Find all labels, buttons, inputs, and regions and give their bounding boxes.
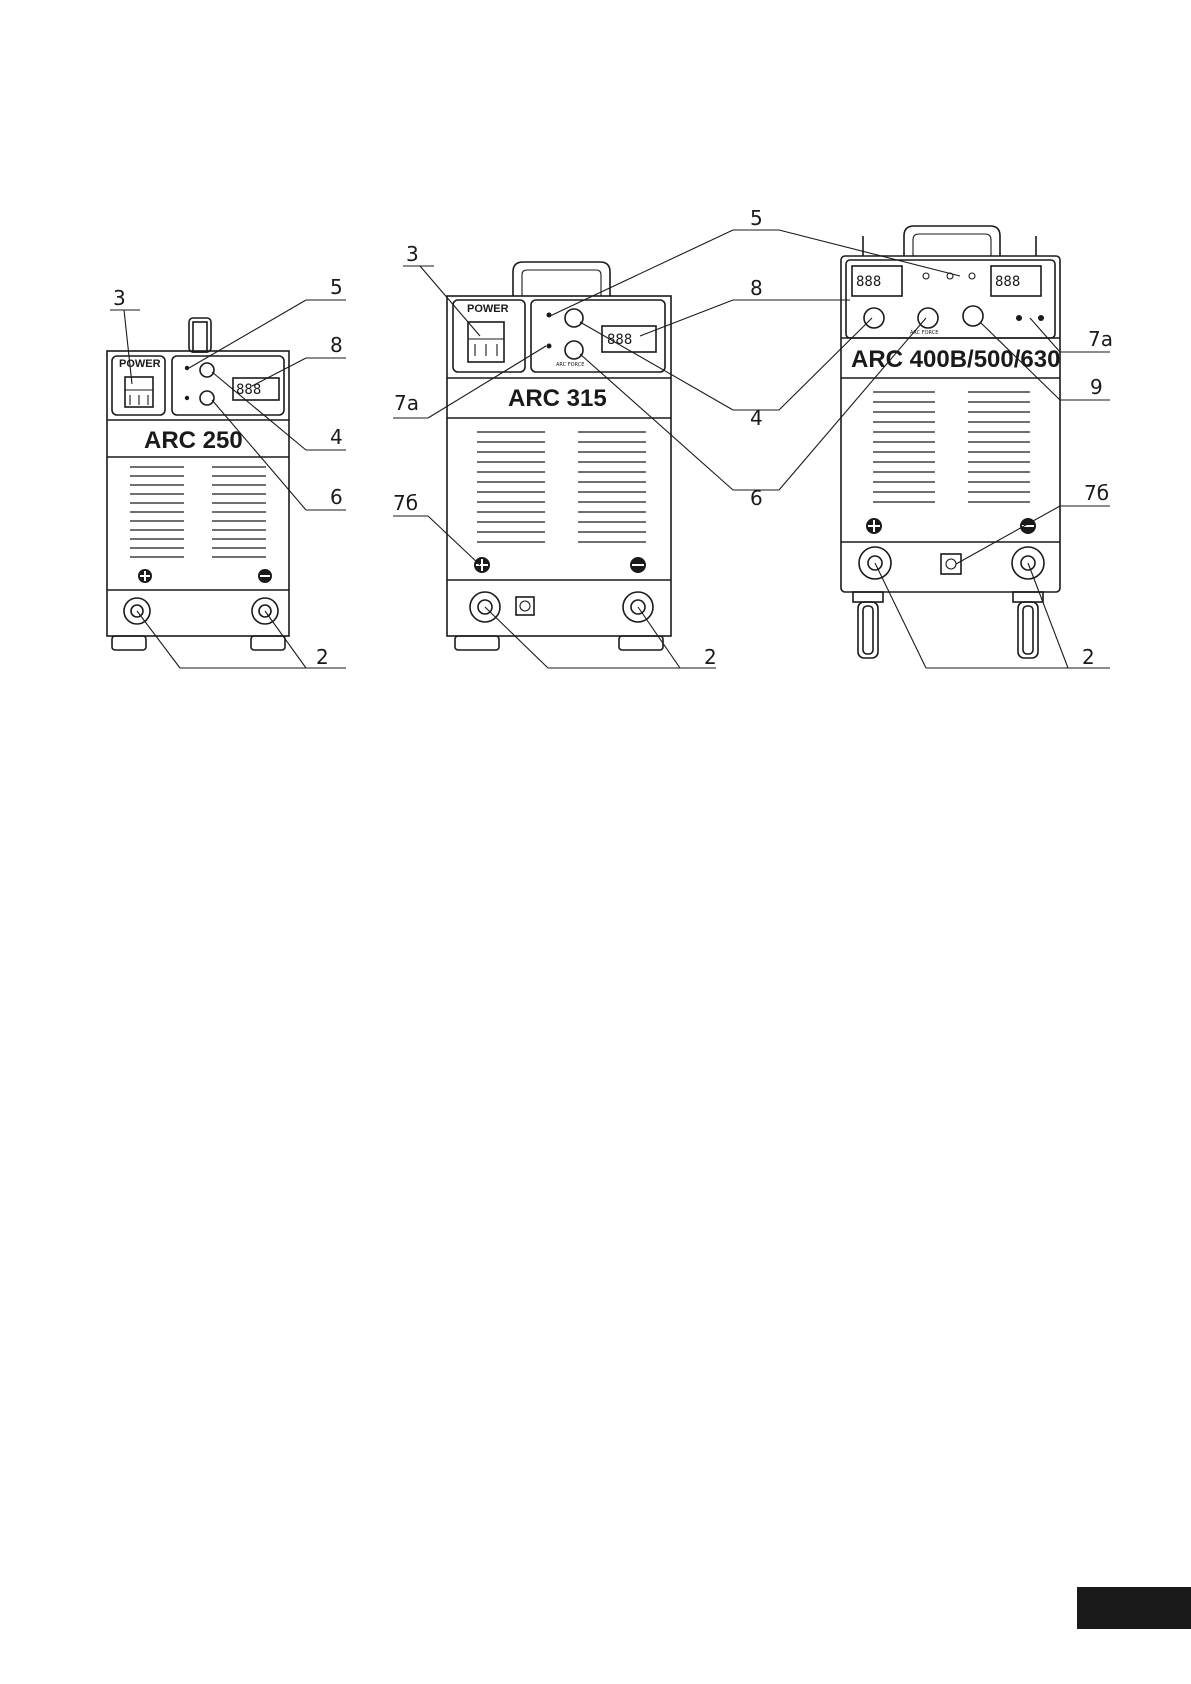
arc400-model-label: ARC 400B/500/630 [851, 346, 1060, 373]
shared-callouts: 5 8 4 6 [549, 206, 961, 510]
arc250-unit: POWER 888 ARC 250 [106, 275, 346, 669]
arc250-vents [130, 466, 266, 558]
arc315-callout-7a: 7a [394, 391, 419, 415]
arc400-display-right: 888 [995, 274, 1020, 290]
arc315-knob-label: ARC FORCE [556, 362, 584, 368]
arc250-callout-2: 2 [316, 645, 329, 669]
arc315-vents [477, 431, 646, 543]
arc250-model-label: ARC 250 [144, 427, 243, 454]
arc400-vents [873, 391, 1030, 503]
arc400-callout-8: 8 [750, 276, 763, 300]
arc250-callout-5: 5 [330, 275, 343, 299]
arc400-knob-label: ARC FORCE [910, 330, 938, 336]
arc315-callout-2: 2 [704, 645, 717, 669]
arc400-callout-2: 2 [1082, 645, 1095, 669]
arc250-callout-3: 3 [113, 286, 126, 310]
arc400-callout-6: 6 [750, 486, 763, 510]
arc400-callout-5: 5 [750, 206, 763, 230]
arc315-callout-3: 3 [406, 242, 419, 266]
arc400-callout-4: 4 [750, 406, 763, 430]
page-corner-marker [1077, 1587, 1191, 1629]
arc400-unit: 888 888 ARC FORCE ARC 400B/500/630 [840, 225, 1113, 669]
arc400-callout-9: 9 [1090, 375, 1103, 399]
arc250-display: 888 [236, 382, 261, 398]
arc400-callout-7b: 7б [1084, 481, 1109, 505]
arc250-callout-8: 8 [330, 333, 343, 357]
arc315-model-label: ARC 315 [508, 385, 607, 412]
arc400-display-left: 888 [856, 274, 881, 290]
arc315-display: 888 [607, 332, 632, 348]
arc250-callout-4: 4 [330, 425, 343, 449]
arc250-power-label: POWER [119, 358, 161, 370]
arc400-callout-7a: 7a [1088, 327, 1113, 351]
arc315-callout-7b: 7б [393, 491, 418, 515]
arc250-callout-6: 6 [330, 485, 343, 509]
arc315-power-label: POWER [467, 303, 509, 315]
arc315-unit: POWER ARC FORCE 888 ARC 315 [393, 242, 717, 669]
